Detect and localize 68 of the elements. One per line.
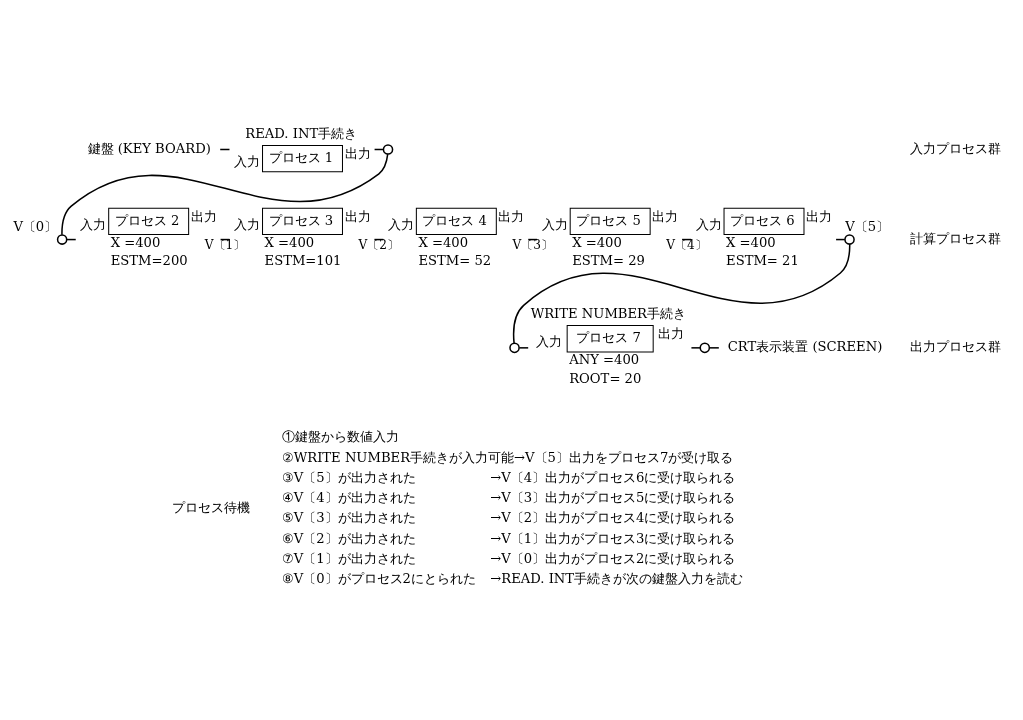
node-circle bbox=[699, 342, 710, 354]
node-box: プロセス 6 bbox=[723, 207, 804, 235]
node-label: 出力 bbox=[344, 208, 370, 224]
node-label: V〔5〕 bbox=[844, 219, 889, 235]
label: →V〔1〕出力がプロセス3に受け取られる bbox=[489, 530, 735, 546]
node-text: CRT表示装置 (SCREEN) bbox=[727, 339, 882, 355]
label: →V〔3〕出力がプロセス5に受け取られる bbox=[489, 490, 735, 506]
node-label: 出力 bbox=[651, 208, 678, 224]
node-label: 入力 bbox=[233, 216, 260, 232]
node-label: V〔0〕 bbox=[12, 219, 57, 235]
label: ⑦V〔1〕が出力された bbox=[281, 550, 416, 566]
label: 出力プロセス群 bbox=[909, 339, 1001, 355]
label: プロセス待機 bbox=[171, 500, 250, 516]
node-label: 入力 bbox=[535, 334, 562, 350]
label: ⑧V〔0〕がプロセス2にとられた bbox=[281, 571, 476, 587]
node-label: ROOT= 20 bbox=[568, 370, 641, 386]
node-label: WRITE NUMBER手続き bbox=[530, 305, 686, 321]
node-box: プロセス 2 bbox=[107, 207, 189, 235]
node-label: ESTM= 52 bbox=[417, 253, 491, 269]
node-label: X =400 bbox=[110, 235, 160, 251]
label: ①鍵盤から数値入力 bbox=[281, 429, 399, 445]
label: ⑥V〔2〕が出力された bbox=[281, 530, 416, 546]
node-label: X =400 bbox=[571, 235, 622, 251]
node-circle bbox=[843, 234, 855, 245]
node-label: 出力 bbox=[657, 326, 684, 342]
node-label: ESTM=101 bbox=[264, 253, 341, 269]
node-label: 入力 bbox=[79, 216, 106, 232]
connector bbox=[708, 347, 720, 349]
node-box: プロセス 1 bbox=[261, 144, 343, 173]
node-label: 入力 bbox=[541, 216, 568, 232]
node-label: 入力 bbox=[387, 216, 414, 232]
label: ④V〔4〕が出力された bbox=[281, 490, 416, 506]
node-label: X =400 bbox=[417, 235, 468, 251]
node-circle bbox=[382, 144, 393, 155]
node-label: READ. INT手続き bbox=[244, 125, 357, 141]
node-label: X =400 bbox=[264, 235, 314, 251]
node-label: X =400 bbox=[725, 235, 776, 251]
connector bbox=[60, 153, 388, 236]
node-box: プロセス 7 bbox=[566, 325, 654, 353]
node-label: 出力 bbox=[344, 145, 370, 161]
node-circle bbox=[508, 342, 520, 354]
node-label: ESTM= 29 bbox=[571, 253, 645, 269]
node-text: 鍵盤 (KEY BOARD) bbox=[87, 140, 211, 156]
node-label: 入力 bbox=[233, 154, 260, 170]
node-box: プロセス 3 bbox=[261, 207, 343, 235]
label: 計算プロセス群 bbox=[909, 231, 1001, 246]
node-label: 出力 bbox=[805, 208, 832, 224]
edge-label: V〔4〕 bbox=[665, 238, 707, 253]
label: →READ. INT手続きが次の鍵盤入力を読む bbox=[489, 571, 743, 587]
label: ②WRITE NUMBER手続きが入力可能→V〔5〕出力をプロセス7が受け取る bbox=[281, 449, 733, 465]
label: →V〔0〕出力がプロセス2に受け取られる bbox=[489, 550, 735, 566]
connector bbox=[512, 243, 850, 344]
node-label: 出力 bbox=[190, 208, 217, 224]
node-label: ANY =400 bbox=[568, 352, 639, 368]
connector bbox=[518, 347, 529, 349]
label: →V〔4〕出力がプロセス6に受け取られる bbox=[489, 469, 735, 485]
node-label: 入力 bbox=[695, 216, 722, 232]
label: ③V〔5〕が出力された bbox=[281, 469, 416, 485]
label: →V〔2〕出力がプロセス4に受け取られる bbox=[489, 510, 735, 526]
node-label: 出力 bbox=[497, 208, 524, 224]
node-label: ESTM= 21 bbox=[725, 253, 799, 269]
node-box: プロセス 5 bbox=[569, 207, 651, 235]
label: 入力プロセス群 bbox=[909, 140, 1001, 156]
node-circle bbox=[56, 234, 67, 245]
node-box: プロセス 4 bbox=[415, 207, 497, 235]
node-label: ESTM=200 bbox=[110, 253, 188, 269]
label: ⑤V〔3〕が出力された bbox=[281, 510, 416, 526]
connector bbox=[690, 347, 701, 349]
